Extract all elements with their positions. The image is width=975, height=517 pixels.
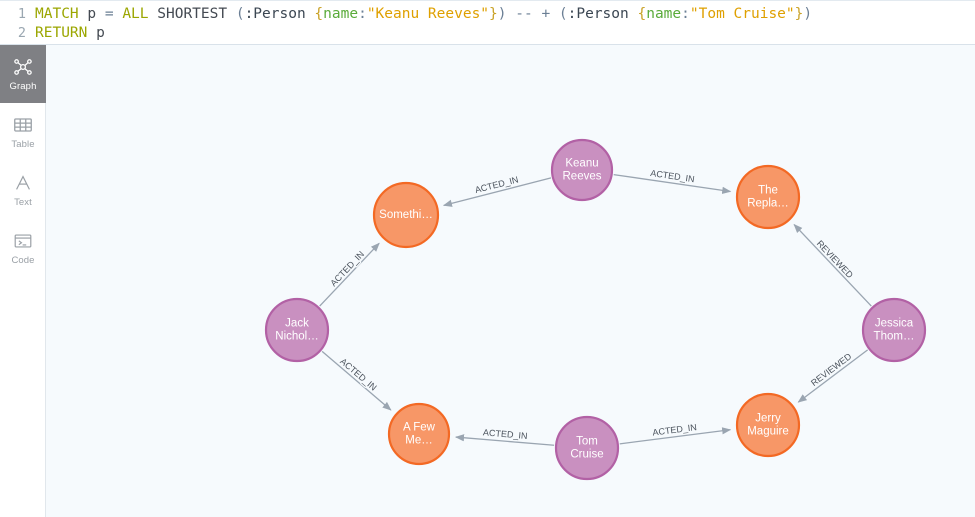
line-number: 1 (17, 6, 26, 22)
relationship-line[interactable] (793, 223, 872, 307)
code-token (550, 6, 559, 22)
sidebar-item-graph[interactable]: Graph (0, 45, 46, 103)
relationship-label: ACTED_IN (338, 356, 378, 392)
code-text[interactable]: MATCH p = ALL SHORTEST (:Person {name:"K… (35, 5, 812, 24)
sidebar-item-table[interactable]: Table (0, 103, 46, 161)
sidebar-item-label: Text (14, 197, 32, 208)
sidebar-item-label: Graph (9, 81, 37, 92)
code-token: :Person (567, 6, 629, 22)
node-circle[interactable] (554, 415, 620, 481)
code-line[interactable]: 2 RETURN p (0, 24, 975, 43)
relationship-line[interactable] (454, 434, 555, 446)
code-token: :Person (244, 6, 306, 22)
relationship-label: ACTED_IN (650, 168, 695, 184)
node-circle[interactable] (550, 138, 614, 202)
code-token (227, 6, 236, 22)
node-circle[interactable] (735, 392, 801, 458)
relationship-line[interactable] (319, 242, 380, 307)
relationship-label: REVIEWED (809, 351, 854, 388)
code-token: ( (558, 6, 568, 22)
graph-node[interactable]: Somethi… (372, 181, 440, 249)
code-token: name (323, 6, 359, 22)
code-token: { (637, 6, 647, 22)
code-token: + (541, 6, 551, 22)
sidebar-item-text[interactable]: Text (0, 161, 46, 219)
code-token: "Keanu Reeves" (366, 6, 490, 22)
sidebar-item-code[interactable]: Code (0, 219, 46, 277)
relationship-label: REVIEWED (815, 238, 856, 280)
code-text[interactable]: RETURN p (35, 24, 105, 43)
node-circle[interactable] (372, 181, 440, 249)
sidebar-item-label: Code (11, 255, 35, 266)
node-circle[interactable] (387, 402, 451, 466)
line-number: 2 (17, 25, 26, 41)
code-token: = (104, 6, 114, 22)
code-token: } (489, 6, 498, 22)
code-token (149, 6, 158, 22)
relationship-label: ACTED_IN (483, 427, 528, 441)
relationship-line[interactable] (797, 349, 869, 403)
node-circle[interactable] (861, 297, 927, 363)
code-token: : (358, 6, 367, 22)
code-token: RETURN (35, 25, 88, 41)
code-token: ALL (122, 6, 149, 22)
relationship-line[interactable] (321, 350, 392, 411)
node-circle[interactable] (735, 164, 801, 230)
relationship-line[interactable] (442, 177, 552, 207)
table-icon (12, 114, 34, 136)
relationship-line[interactable] (619, 427, 732, 445)
graph-svg[interactable]: ACTED_IN ACTED_IN REVIEWED REVIEWED ACTED_IN… (46, 45, 975, 517)
code-token: "Tom Cruise" (689, 6, 795, 22)
sidebar-item-label: Table (11, 139, 35, 150)
code-token: p (87, 25, 105, 41)
code-token: ) (497, 6, 507, 22)
code-token: : (681, 6, 690, 22)
relationship-label: ACTED_IN (328, 249, 366, 288)
node-circle[interactable] (264, 297, 330, 363)
code-token: name (646, 6, 682, 22)
code-token: SHORTEST (157, 6, 228, 22)
code-token (507, 6, 516, 22)
relationship-line[interactable] (613, 173, 732, 194)
code-token: -- (515, 6, 533, 22)
code-token: p (78, 6, 105, 22)
code-token: { (314, 6, 324, 22)
code-token: ) (803, 6, 813, 22)
code-token: MATCH (35, 6, 79, 22)
graph-icon (12, 56, 34, 78)
code-icon (12, 230, 34, 252)
code-token: ( (235, 6, 245, 22)
text-icon (12, 172, 34, 194)
graph-visualization-canvas[interactable]: ACTED_IN ACTED_IN REVIEWED REVIEWED ACTED_IN… (46, 45, 975, 517)
code-token: } (794, 6, 804, 22)
